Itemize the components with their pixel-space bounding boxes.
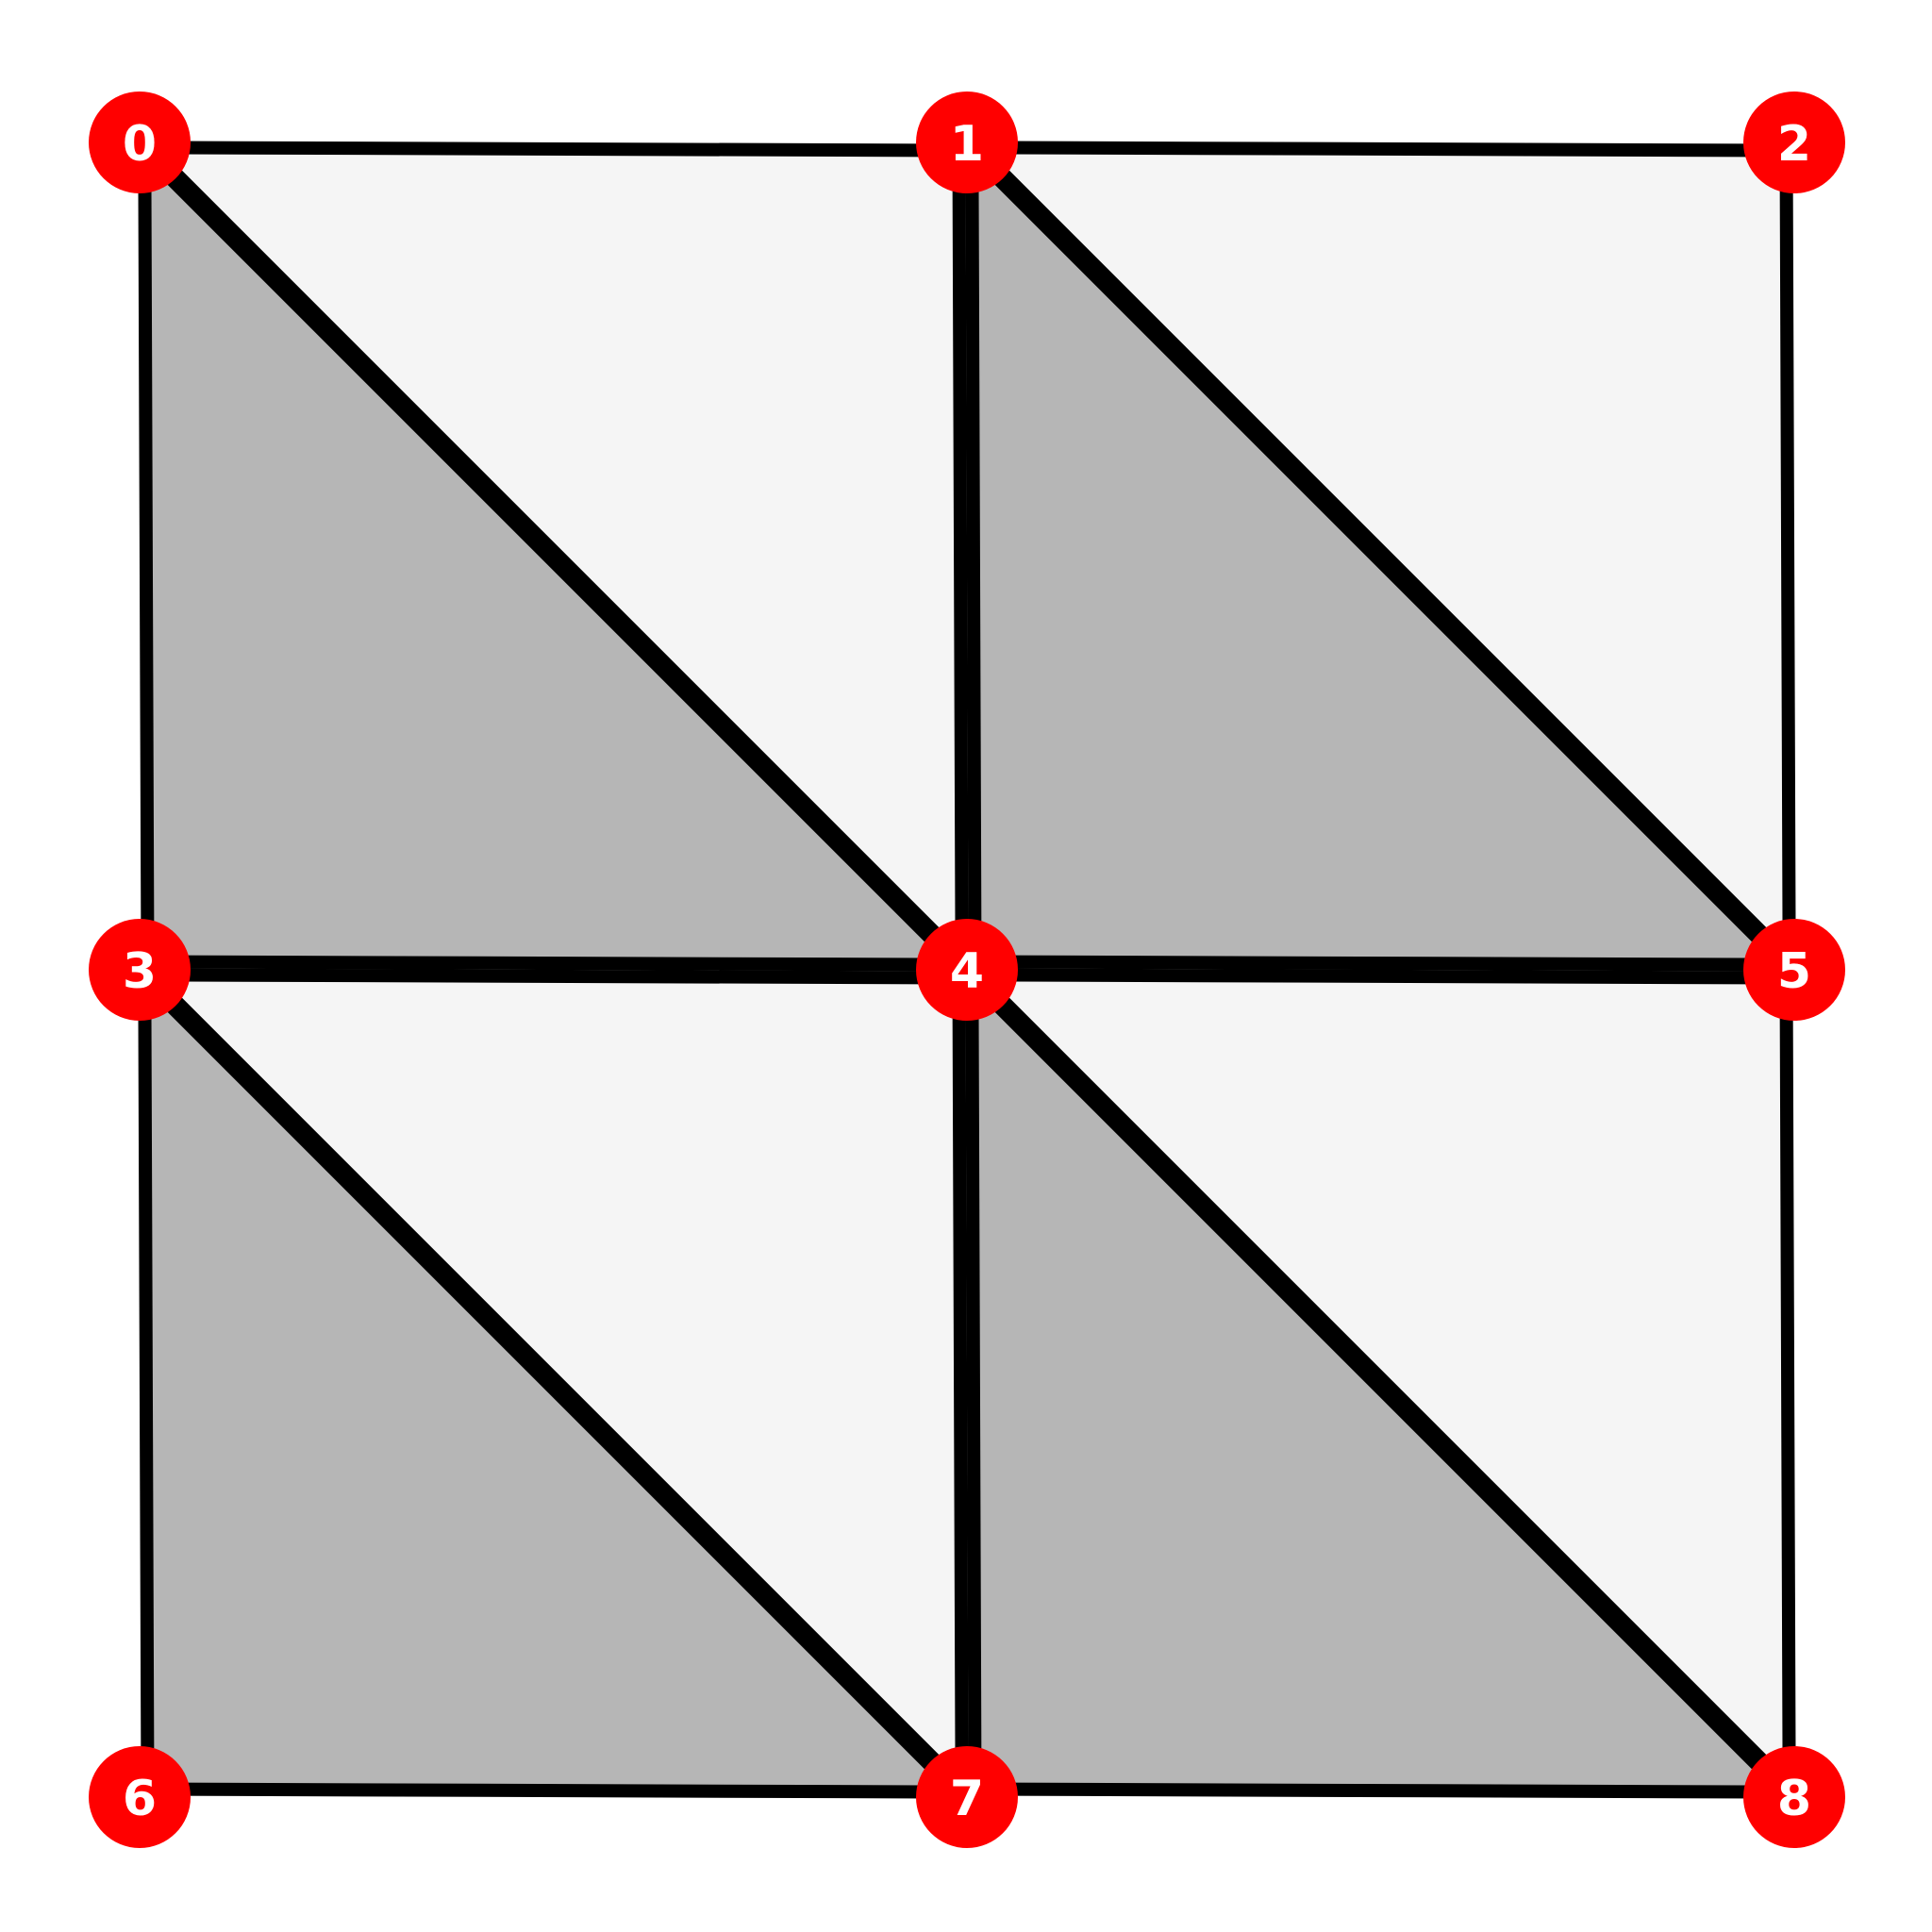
triangle-4-5-8-light (960, 968, 1796, 1804)
vertex-label: 8 (1777, 1771, 1811, 1827)
vertex-label: 7 (950, 1771, 984, 1827)
vertex-8: 8 (1743, 1746, 1845, 1848)
vertex-0: 0 (89, 92, 191, 193)
vertex-label: 0 (123, 116, 157, 173)
triangle-1-2-5-light (960, 141, 1796, 976)
vertex-label: 5 (1777, 943, 1811, 1000)
vertex-marker (1743, 919, 1845, 1021)
vertex-marker (89, 92, 191, 193)
vertex-3: 3 (89, 919, 191, 1021)
vertex-marker (1743, 92, 1845, 193)
triangle-1-5-4-dark (965, 136, 1801, 972)
triangles-layer (133, 136, 1801, 1804)
vertex-marker (916, 919, 1018, 1021)
vertex-1: 1 (916, 92, 1018, 193)
vertex-marker (916, 92, 1018, 193)
vertex-label: 1 (950, 116, 984, 173)
triangle-0-4-3-dark (138, 136, 974, 972)
vertex-6: 6 (89, 1746, 191, 1848)
vertex-4: 4 (916, 919, 1018, 1021)
vertex-marker (916, 1746, 1018, 1848)
vertex-marker (89, 919, 191, 1021)
vertex-label: 6 (123, 1771, 157, 1827)
vertex-2: 2 (1743, 92, 1845, 193)
vertex-marker (89, 1746, 191, 1848)
triangle-0-1-4-light (133, 141, 969, 976)
triangle-3-4-7-light (133, 968, 969, 1804)
vertex-label: 4 (950, 943, 984, 1000)
vertex-label: 2 (1777, 116, 1811, 173)
vertex-label: 3 (123, 943, 157, 1000)
vertex-marker (1743, 1746, 1845, 1848)
vertices-layer: 0 1 2 3 4 5 6 7 8 (89, 92, 1845, 1848)
triangle-3-7-6-dark (138, 963, 974, 1799)
vertex-7: 7 (916, 1746, 1018, 1848)
triangle-4-8-7-dark (965, 963, 1801, 1799)
vertex-5: 5 (1743, 919, 1845, 1021)
